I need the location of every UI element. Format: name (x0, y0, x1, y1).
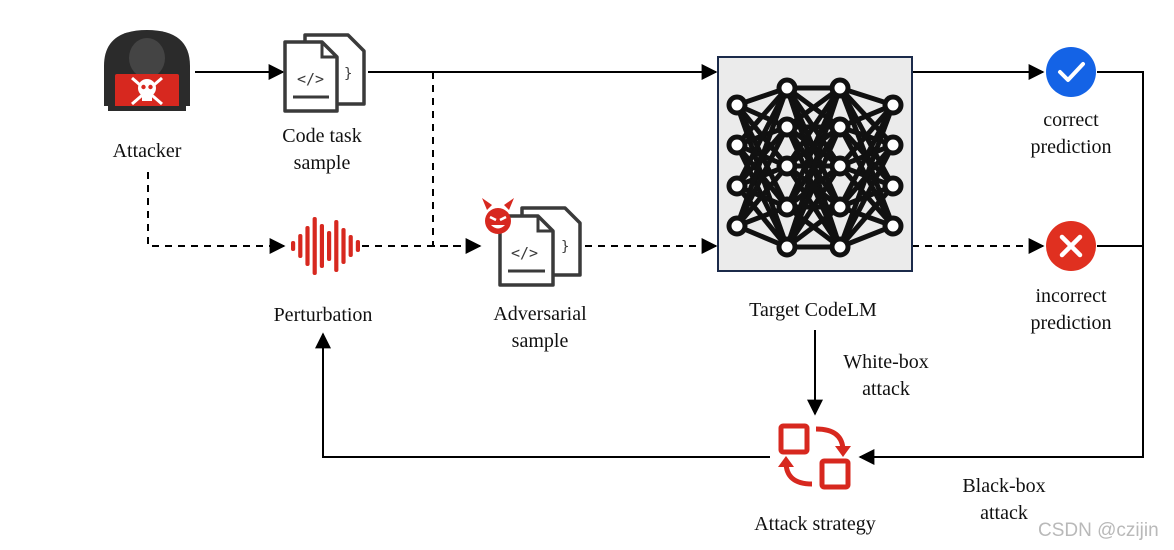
waveform-bar (291, 241, 296, 251)
check-circle-icon (1046, 47, 1096, 97)
svg-text:</>: </> (297, 70, 324, 88)
target-model-label: Target CodeLM (749, 299, 877, 321)
nn-node (882, 215, 904, 237)
waveform-bar (341, 228, 346, 264)
connectors (147, 64, 1144, 465)
nn-node (882, 175, 904, 197)
svg-text:}: } (561, 239, 569, 255)
nn-edge (735, 164, 789, 228)
nn-node (829, 77, 851, 99)
watermark: CSDN @czijin (1038, 520, 1159, 541)
nn-edge (838, 184, 895, 249)
code-task-label-line2: sample (294, 152, 351, 174)
nn-edge (785, 205, 842, 249)
correct-label-line2: prediction (1030, 136, 1111, 158)
swap-squares-icon (778, 423, 851, 490)
nn-edge (784, 86, 843, 168)
nn-node (829, 116, 851, 138)
neural-network-icon (726, 77, 904, 258)
nn-edge (784, 125, 843, 249)
x-circle-icon (1046, 221, 1096, 271)
nn-edge (837, 143, 896, 249)
svg-text:</>: </> (511, 244, 538, 262)
attack-strategy-label: Attack strategy (754, 513, 876, 535)
whitebox-label-line1: White-box (843, 351, 929, 373)
nn-node (829, 155, 851, 177)
waveform-bar (312, 217, 317, 275)
nn-edge (838, 103, 895, 168)
waveform-bar (305, 226, 310, 266)
waveform-bar (355, 240, 360, 252)
nn-node (726, 215, 748, 237)
nn-edge (735, 86, 789, 147)
nn-node (882, 94, 904, 116)
svg-text:}: } (344, 66, 352, 82)
adversarial-label-line1: Adversarial (493, 303, 587, 325)
nn-node (726, 134, 748, 156)
code-document-icon: </> } (283, 33, 366, 113)
adversarial-label-line2: sample (512, 330, 569, 352)
waveform-icon (291, 217, 360, 275)
waveform-bar (327, 231, 332, 261)
nn-node (726, 175, 748, 197)
nn-edge (784, 87, 843, 248)
waveform-bar (298, 234, 303, 258)
nn-node (829, 236, 851, 258)
nn-node (776, 155, 798, 177)
incorrect-label-line2: prediction (1030, 312, 1111, 334)
nn-edge (734, 125, 790, 228)
blackbox-feedback-line (858, 71, 1144, 465)
waveform-bar (334, 220, 339, 272)
nn-edge (837, 104, 896, 248)
nn-node (776, 236, 798, 258)
waveform-bar (319, 224, 324, 268)
correct-label-line1: correct (1043, 109, 1099, 131)
nn-node (726, 94, 748, 116)
nn-edge (734, 87, 790, 227)
devil-code-document-icon: </> } (482, 198, 582, 287)
arrow-strategy-to-perturbation (315, 332, 770, 458)
nn-node (776, 77, 798, 99)
waveform-bar (348, 235, 353, 257)
incorrect-label-line1: incorrect (1035, 285, 1107, 307)
nn-node (776, 196, 798, 218)
blackbox-label-line2: attack (980, 502, 1028, 524)
nn-edge (784, 164, 843, 249)
blackbox-label-line1: Black-box (962, 475, 1045, 497)
hooded-hacker-skull-icon (104, 30, 190, 111)
dashed-branch-to-adversarial (432, 72, 482, 254)
nn-node (776, 116, 798, 138)
nn-node (829, 196, 851, 218)
nn-edge (785, 85, 842, 130)
dashed-attacker-to-perturbation (147, 172, 286, 254)
attacker-label: Attacker (113, 140, 182, 162)
code-task-label-line1: Code task (282, 125, 361, 147)
whitebox-label-line2: attack (862, 378, 910, 400)
nn-node (882, 134, 904, 156)
perturbation-label: Perturbation (274, 304, 373, 326)
